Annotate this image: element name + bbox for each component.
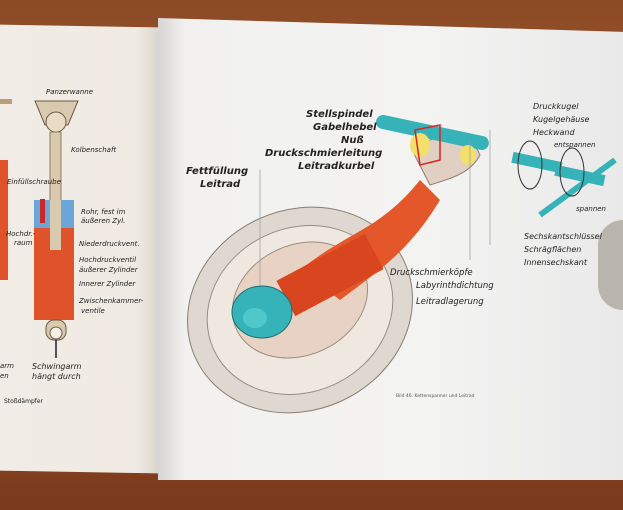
label-fettfuellung: Fettfüllung [186,166,249,177]
label-innerer-zylinder: Innerer Zylinder [79,280,136,288]
label-kolbenschaft: Kolbenschaft [71,146,117,154]
label-zwischenkammer: Zwischenkammer- [79,297,144,305]
label-niederdruckventil: Niederdruckvent. [79,240,140,248]
label-leitradlagerung: Leitradlagerung [416,297,484,307]
label-rohr-2: äußeren Zyl. [81,217,126,225]
grey-object [598,220,623,310]
label-leitradkurbel: Leitradkurbel [298,161,375,172]
label-rohr: Rohr, fest im [81,208,126,216]
label-leitrad: Leitrad [200,179,241,190]
label-einfuellschraube: Einfüllschraube [7,178,61,186]
label-partial-2: en [0,372,9,380]
label-labyrinthdichtung: Labyrinthdichtung [416,281,494,291]
label-kugelgehaeuse: Kugelgehäuse [533,115,590,124]
label-nuss: Nuß [341,135,364,146]
label-innensechskant: Innensechskant [524,258,587,267]
label-partial-1: arm [0,362,14,370]
shock-absorber-drawing [0,99,79,358]
label-schwingarm: Schwingarm [32,362,82,371]
label-druckkugel: Druckkugel [533,102,579,111]
label-schraegflaechen: Schrägflächen [524,245,582,254]
label-hochdruckventil: Hochdruckventil [79,256,137,264]
label-panzerwanne: Panzerwanne [46,88,94,96]
label-schwingarm-2: hängt durch [32,372,81,381]
label-gabelhebel: Gabelhebel [313,122,377,133]
label-entspannen: entspannen [554,141,596,149]
label-zwischenkammer-2: ventile [81,307,105,315]
label-spannen: spannen [576,205,606,213]
figure-caption: Bild 46. Kettenspanner und Leitrad [396,394,475,399]
label-heckwand: Heckwand [533,128,575,137]
label-stellspindel: Stellspindel [306,109,373,120]
label-hochdruckraum: Hochdr.- [6,230,36,238]
left-caption: Stoßdämpfer [4,398,44,405]
label-sechskantschluessel: Sechskantschlüssel [524,232,602,241]
label-aeusserer-zylinder: äußerer Zylinder [79,266,138,274]
label-druckschmierkoepfe: Druckschmierköpfe [390,268,473,278]
label-druckschmierleitung: Druckschmierleitung [265,148,383,159]
label-hochdruckraum-2: raum [14,239,33,247]
idler-wheel-drawing [187,115,617,414]
